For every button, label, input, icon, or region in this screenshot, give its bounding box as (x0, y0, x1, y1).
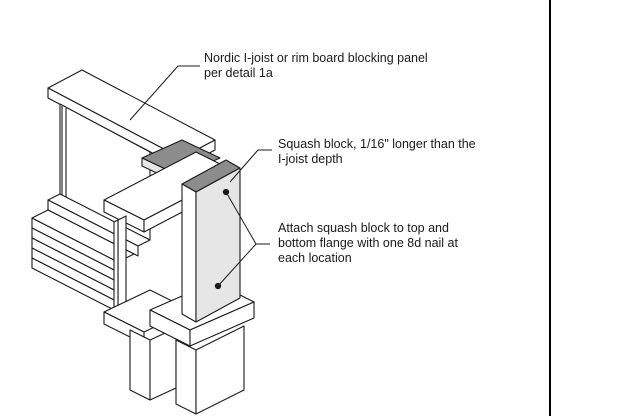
callout-squash-block-line-2: I-joist depth (278, 152, 343, 166)
callout-blocking-panel: Nordic I-joist or rim board blocking pan… (204, 51, 428, 81)
callout-blocking-panel-line-2: per detail 1a (204, 66, 273, 80)
callout-nailing-line-2: bottom flange with one 8d nail at (278, 236, 458, 250)
squash-block (181, 159, 241, 323)
squash-block-front (181, 183, 197, 323)
callout-squash-block-line-1: Squash block, 1/16" longer than the (278, 137, 476, 151)
callout-blocking-panel-line-1: Nordic I-joist or rim board blocking pan… (204, 51, 428, 65)
post-left-front (129, 329, 151, 401)
page-right-border (549, 0, 624, 416)
callout-nailing-line-3: each location (278, 251, 352, 265)
post-right-side (195, 325, 245, 415)
squash-block-side (195, 167, 241, 323)
leader-nail-top (225, 191, 270, 245)
plate-top-face (31, 209, 135, 263)
callout-nailing-line-1: Attach squash block to top and (278, 221, 449, 235)
post-left-side (149, 327, 177, 401)
leader-nail-bottom (217, 243, 257, 287)
leader-lines (129, 65, 272, 287)
cap-plate-side (189, 301, 255, 347)
post-right-front (175, 339, 197, 415)
leader-squash-block (229, 149, 272, 183)
leader-blocking-panel (129, 65, 200, 121)
callout-squash-block: Squash block, 1/16" longer than the I-jo… (278, 137, 476, 167)
callout-nailing: Attach squash block to top and bottom fl… (278, 221, 458, 266)
